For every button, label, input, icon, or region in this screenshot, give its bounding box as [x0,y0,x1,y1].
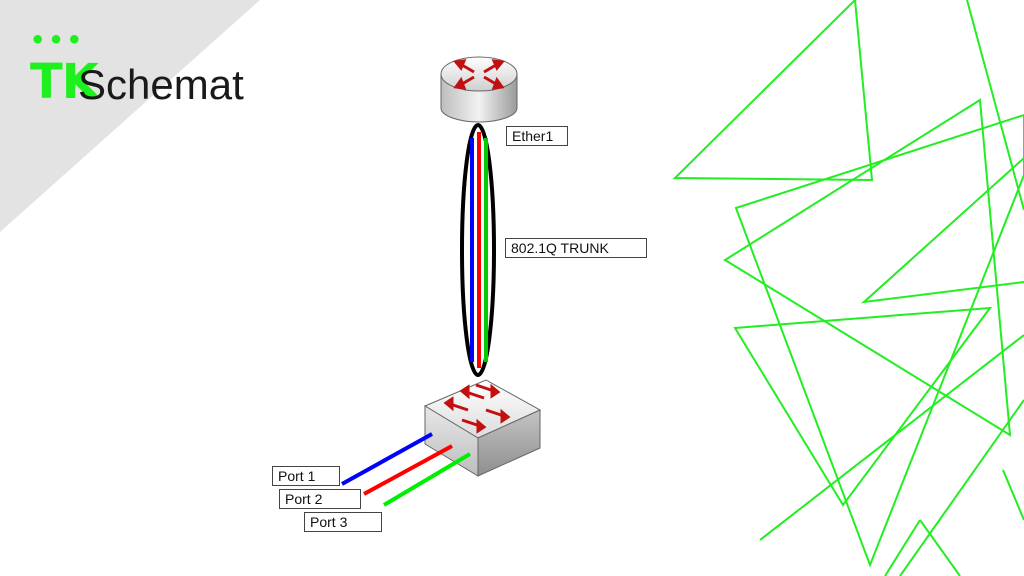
port-2-link [363,444,453,496]
slide-title: Schemat [78,61,244,108]
switch-icon [423,379,542,477]
logo-dots: ••• [30,26,86,54]
port-1-label: Port 1 [272,466,340,486]
port-2-label: Port 2 [279,489,361,509]
trunk-label: 802.1Q TRUNK [505,238,647,258]
logo-letters: TK [30,54,99,110]
trunk-link [460,123,496,377]
port-3-label: Port 3 [304,512,382,532]
ether1-label: Ether1 [506,126,568,146]
port-3-link [382,452,472,507]
port-1-link [341,432,433,486]
router-icon [440,56,518,123]
